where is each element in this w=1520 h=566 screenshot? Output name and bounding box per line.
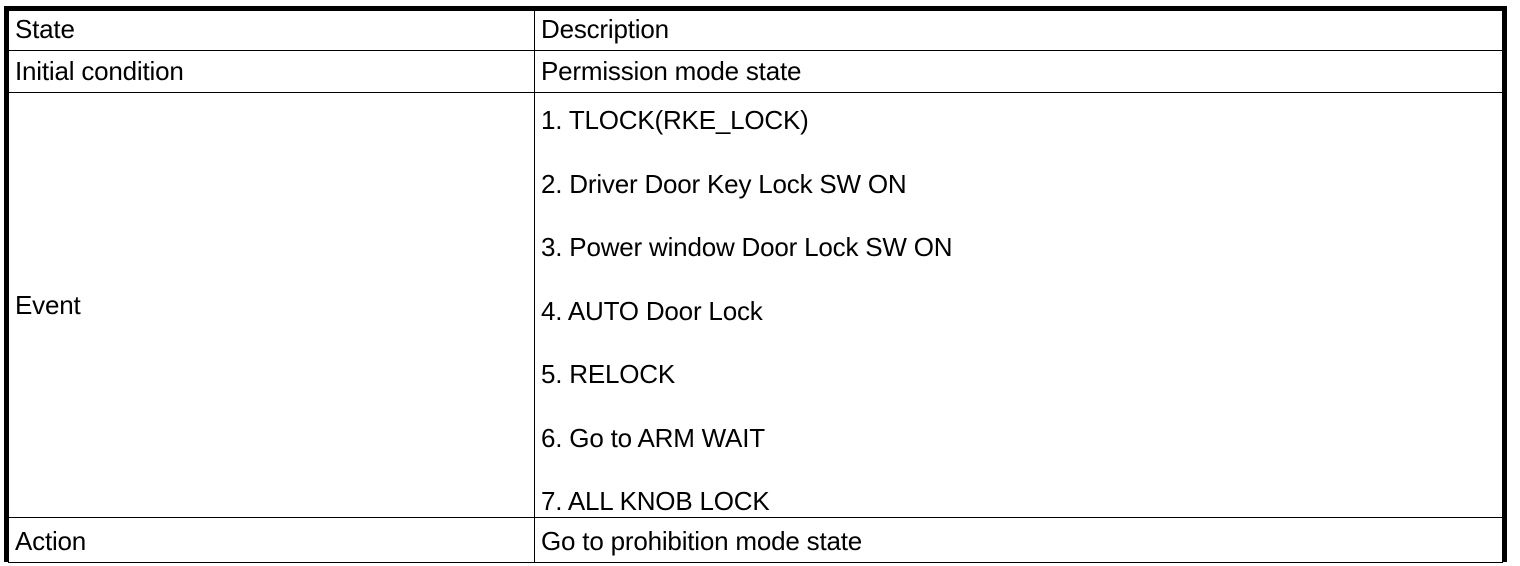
table-row-initial-condition: Initial condition Permission mode state bbox=[8, 50, 1503, 93]
column-header-state: State bbox=[15, 14, 75, 44]
state-label-initial-condition: Initial condition bbox=[15, 56, 184, 86]
description-initial-condition: Permission mode state bbox=[541, 56, 802, 86]
state-label-action: Action bbox=[15, 526, 87, 556]
header-cell-description: Description bbox=[534, 10, 1503, 51]
list-item: 4. AUTO Door Lock bbox=[541, 295, 763, 326]
cell-state-event: Event bbox=[8, 92, 535, 518]
list-item: 7. ALL KNOB LOCK bbox=[541, 486, 770, 516]
column-header-description: Description bbox=[541, 14, 669, 44]
description-action: Go to prohibition mode state bbox=[541, 526, 863, 556]
header-cell-state: State bbox=[8, 10, 535, 51]
table-row-action: Action Go to prohibition mode state bbox=[8, 517, 1503, 563]
event-list: 1. TLOCK(RKE_LOCK) 2. Driver Door Key Lo… bbox=[541, 105, 953, 552]
cell-description-initial-condition: Permission mode state bbox=[534, 50, 1503, 93]
table-row-event: Event 1. TLOCK(RKE_LOCK) 2. Driver Door … bbox=[8, 92, 1503, 518]
table: State Description Initial condition bbox=[8, 10, 1503, 563]
list-item: 3. Power window Door Lock SW ON bbox=[541, 232, 953, 262]
state-description-table: State Description Initial condition bbox=[4, 6, 1507, 563]
cell-state-initial-condition: Initial condition bbox=[8, 50, 535, 93]
cell-state-action: Action bbox=[8, 517, 535, 563]
cell-description-event: 1. TLOCK(RKE_LOCK) 2. Driver Door Key Lo… bbox=[534, 92, 1503, 518]
list-item: 5. RELOCK bbox=[541, 359, 676, 389]
cell-description-action: Go to prohibition mode state bbox=[534, 517, 1503, 563]
list-item: 2. Driver Door Key Lock SW ON bbox=[541, 168, 907, 199]
list-item: 1. TLOCK(RKE_LOCK) bbox=[541, 105, 809, 135]
state-label-event: Event bbox=[15, 290, 81, 320]
table-header-row: State Description bbox=[8, 10, 1503, 51]
list-item: 6. Go to ARM WAIT bbox=[541, 422, 765, 453]
